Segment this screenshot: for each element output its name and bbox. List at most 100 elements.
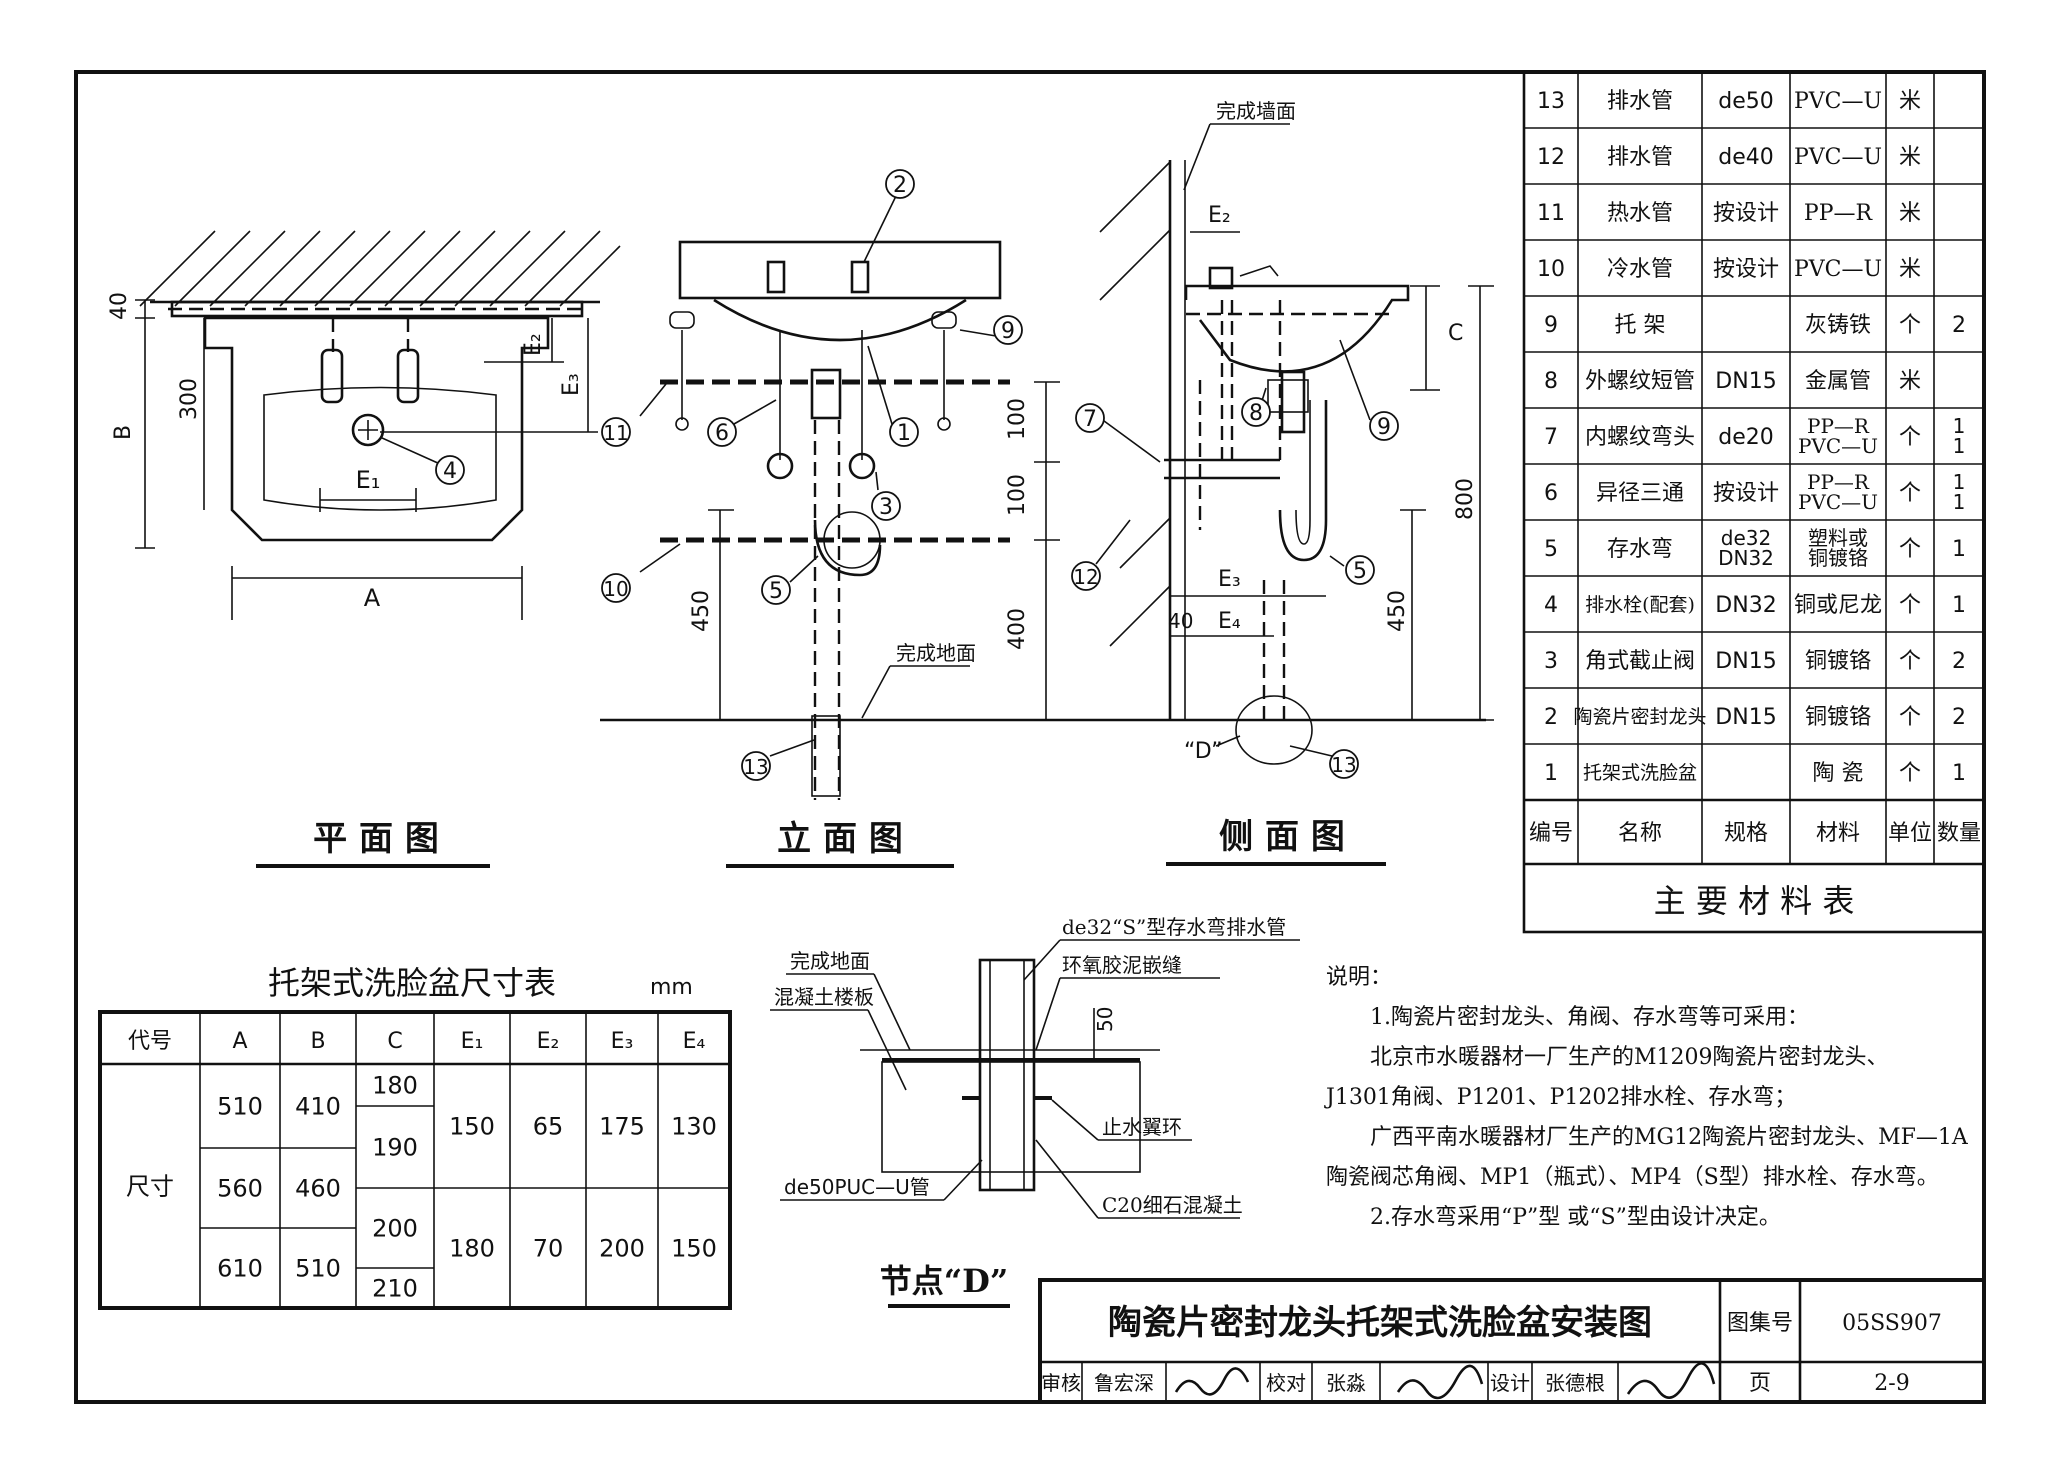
side-callout-9: 9 [1339, 339, 1399, 441]
materials-cell: DN15 [1715, 369, 1776, 394]
materials-cell: 个 [1899, 593, 1921, 618]
size-e-value: 130 [671, 1113, 717, 1141]
materials-cell: 热水管 [1607, 201, 1673, 226]
materials-header: 单位 [1888, 821, 1932, 846]
materials-cell: 8 [1544, 369, 1558, 394]
elev-callout-2: 2 [863, 169, 915, 263]
plan-dim-40: 40 [107, 292, 132, 320]
size-e-value: 65 [533, 1113, 564, 1141]
svg-text:13: 13 [743, 755, 768, 779]
materials-header: 规格 [1724, 821, 1768, 846]
elev-drain-fitting [810, 368, 842, 420]
side-title: 侧 面 图 [1219, 817, 1345, 857]
materials-cell: 11 [1537, 201, 1565, 226]
size-row-label: 尺寸 [126, 1173, 174, 1201]
materials-cell: PVC—U [1798, 434, 1878, 458]
materials-cell: 1 [1953, 470, 1966, 494]
svg-text:13: 13 [1331, 753, 1356, 777]
size-a-value: 560 [217, 1175, 263, 1203]
materials-cell: DN15 [1715, 705, 1776, 730]
plan-wall-hatch [139, 230, 621, 307]
materials-cell: 1 [1953, 414, 1966, 438]
materials-cell: 外螺纹短管 [1585, 369, 1695, 394]
side-dim-40: 40 [1168, 609, 1193, 633]
materials-cell: 角式截止阀 [1585, 649, 1695, 674]
elev-angle-valve-left [766, 452, 794, 480]
elev-angle-valve-right [848, 452, 876, 480]
plan-view: 4 E₁ A 40 B 300 E₂ E₃ 平 面 图 [107, 230, 621, 868]
materials-cell: 铜镀铬 [1805, 705, 1871, 730]
materials-cell: PP—R [1807, 414, 1870, 438]
materials-cell: 1 [1544, 761, 1558, 786]
materials-cell: 灰铸铁 [1805, 313, 1871, 338]
materials-cell: 排水管 [1607, 89, 1673, 114]
notes-line-2: 北京市水暖器材一厂生产的M1209陶瓷片密封龙头、 [1370, 1045, 1889, 1070]
svg-text:10: 10 [603, 577, 628, 601]
side-callout-13: 13 [1289, 745, 1359, 779]
size-header: E₄ [683, 1029, 706, 1054]
materials-cell: 个 [1899, 537, 1921, 562]
size-a-value: 510 [217, 1093, 263, 1121]
side-dim-e2: E₂ [1208, 203, 1231, 228]
elev-floor-label: 完成地面 [896, 641, 976, 665]
materials-cell: 按设计 [1713, 201, 1779, 226]
title-block-title: 陶瓷片密封龙头托架式洗脸盆安装图 [1108, 1303, 1652, 1343]
plan-dim-e1: E₁ [356, 466, 381, 494]
size-e-value: 150 [449, 1113, 495, 1141]
size-e-value: 150 [671, 1235, 717, 1263]
size-header: A [232, 1029, 247, 1054]
materials-cell: 个 [1899, 481, 1921, 506]
side-trap [1278, 400, 1328, 562]
side-dim-800: 800 [1453, 478, 1478, 520]
materials-header: 材料 [1816, 821, 1860, 846]
elev-callout-11: 11 [601, 383, 667, 447]
title-block: 陶瓷片密封龙头托架式洗脸盆安装图 图集号 05SS907 页 2-9 审核 鲁宏… [1038, 1278, 1986, 1404]
plan-tap-right [396, 318, 420, 404]
title-block-atlas-no: 05SS907 [1842, 1311, 1942, 1336]
materials-cell: 米 [1899, 89, 1921, 114]
node-d-detail: 50 de32“S”型存水弯排水管 环氧胶泥嵌缝 完成地面 混凝土楼板 止水翼环… [770, 915, 1300, 1308]
materials-cell: 1 [1953, 434, 1966, 458]
elev-callout-9: 9 [959, 315, 1023, 345]
materials-cell: 13 [1537, 89, 1565, 114]
size-header: C [387, 1029, 402, 1054]
elevation-title: 立 面 图 [777, 819, 903, 859]
side-basin [1184, 284, 1410, 373]
size-header: E₂ [537, 1029, 560, 1054]
materials-cell: 米 [1899, 257, 1921, 282]
elev-callout-5: 5 [761, 555, 819, 605]
plan-dim-e2: E₂ [521, 333, 546, 356]
side-valve [1267, 379, 1309, 413]
side-dim-450: 450 [1385, 590, 1410, 632]
notes: 说明： 1.陶瓷片密封龙头、角阀、存水弯等可采用： 北京市水暖器材一厂生产的M1… [1324, 965, 1969, 1230]
node-label-epoxy: 环氧胶泥嵌缝 [1062, 953, 1182, 977]
elev-trap [813, 519, 882, 577]
materials-cell: 个 [1899, 313, 1921, 338]
notes-line-5: 陶瓷阀芯角阀、MP1（瓶式）、MP4（S型）排水栓、存水弯。 [1326, 1165, 1939, 1190]
size-c-value: 210 [372, 1275, 418, 1303]
plan-dim-a: A [364, 584, 381, 612]
materials-cell: 冷水管 [1607, 257, 1673, 282]
materials-cell: 铜镀铬 [1805, 649, 1871, 674]
materials-cell: 米 [1899, 145, 1921, 170]
node-label-floor: 完成地面 [790, 949, 870, 973]
size-table-unit: mm [650, 975, 693, 1000]
materials-cell: 托架式洗脸盆 [1583, 762, 1697, 784]
notes-line-6: 2.存水弯采用“P”型 或“S”型由设计决定。 [1370, 1205, 1781, 1230]
checker-signature [1396, 1364, 1484, 1400]
size-e-value: 175 [599, 1113, 645, 1141]
materials-cell: 1 [1953, 490, 1966, 514]
size-e-value: 180 [449, 1235, 495, 1263]
plan-dim-300: 300 [177, 378, 202, 420]
elevation-view: 完成地面 100 100 400 450 2 9 11 [600, 169, 1090, 868]
side-dim-c: C [1448, 321, 1463, 346]
size-header: E₁ [461, 1029, 484, 1054]
materials-cell: 2 [1952, 705, 1966, 730]
materials-cell: 陶 瓷 [1813, 761, 1864, 786]
elev-callout-13: 13 [741, 739, 815, 781]
node-label-slab: 混凝土楼板 [774, 985, 874, 1009]
elev-dim-100b: 100 [1005, 474, 1030, 516]
materials-cell: 3 [1544, 649, 1558, 674]
size-b-value: 510 [295, 1255, 341, 1283]
elev-basin-bowl [713, 298, 967, 342]
